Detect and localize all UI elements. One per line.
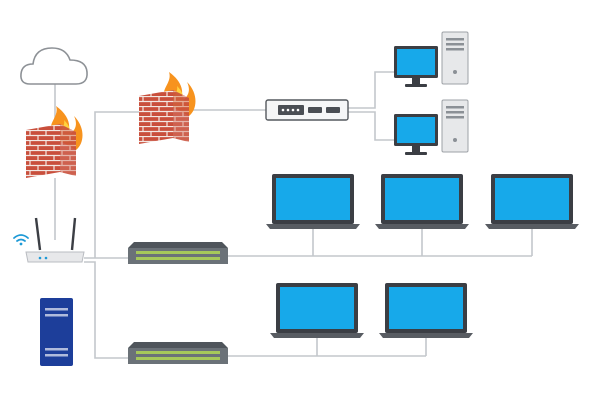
laptop-icon <box>485 174 579 229</box>
cloud-icon <box>20 47 88 85</box>
switch-icon <box>128 342 228 364</box>
router-icon <box>13 217 85 263</box>
firewall-icon <box>139 72 196 144</box>
rack-router-icon <box>265 99 349 121</box>
laptop-icon <box>266 174 360 229</box>
wifi-icon <box>13 234 29 246</box>
server-icon <box>40 298 73 366</box>
link-dmz-router-workstation-2 <box>348 111 396 141</box>
desktop-icon <box>394 31 469 87</box>
desktop-icon <box>394 99 469 155</box>
laptop-icon <box>379 283 473 338</box>
link-dmz-router-workstation-1 <box>348 71 396 109</box>
link-router-internal-firewall <box>94 111 140 258</box>
firewall-icon <box>26 106 83 178</box>
network-links <box>54 71 533 359</box>
link-switch-2-laptops <box>228 338 427 357</box>
laptop-icon <box>375 174 469 229</box>
laptop-icon <box>270 283 364 338</box>
link-router-server-switch-2 <box>84 261 130 359</box>
switch-icon <box>128 242 228 264</box>
link-switch-1-laptops <box>228 229 533 257</box>
